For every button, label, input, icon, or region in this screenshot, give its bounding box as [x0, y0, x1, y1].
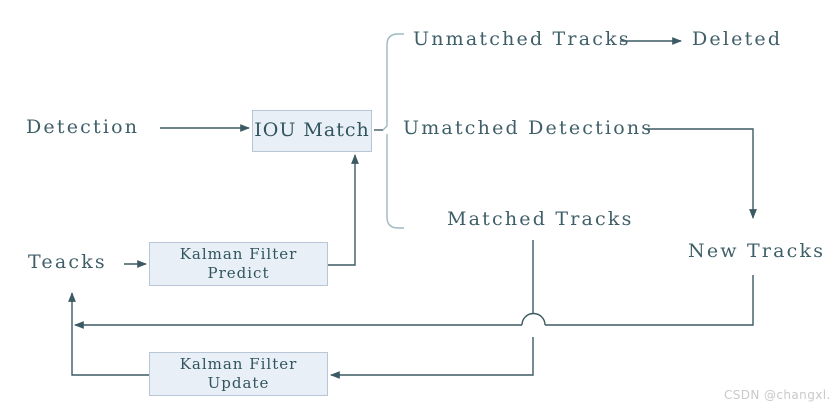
wire-umatched-detections-to-new-tracks: [645, 128, 757, 219]
node-iou-match-label: IOU Match: [254, 119, 370, 142]
label-unmatched-tracks: Unmatched Tracks: [413, 28, 631, 50]
csdn-watermark: CSDN @changxl.: [724, 388, 831, 402]
label-umatched-detections: Umatched Detections: [403, 117, 654, 139]
wire-update-to-teacks: [68, 292, 149, 376]
wire-predict-to-iou: [328, 154, 359, 266]
brace-split: [382, 33, 404, 229]
label-matched-tracks: Matched Tracks: [447, 208, 634, 230]
node-kalman-filter-update[interactable]: Kalman Filter Update: [149, 352, 328, 396]
wire-bottom-rail-hop: [521, 312, 546, 326]
node-kalman-filter-update-line2: Update: [207, 374, 270, 392]
label-detection: Detection: [26, 116, 140, 138]
wire-matched-tracks-lower: [330, 337, 534, 379]
node-iou-match[interactable]: IOU Match: [252, 110, 372, 152]
label-teacks: Teacks: [28, 251, 107, 273]
node-kalman-filter-predict[interactable]: Kalman Filter Predict: [149, 242, 328, 286]
node-kalman-filter-predict-line1: Kalman Filter: [179, 245, 298, 264]
label-new-tracks: New Tracks: [688, 240, 826, 262]
wire-new-tracks-to-update: [545, 275, 754, 326]
label-deleted: Deleted: [692, 28, 783, 50]
node-kalman-filter-update-line1: Kalman Filter: [179, 355, 298, 374]
node-kalman-filter-predict-line2: Predict: [207, 264, 270, 282]
